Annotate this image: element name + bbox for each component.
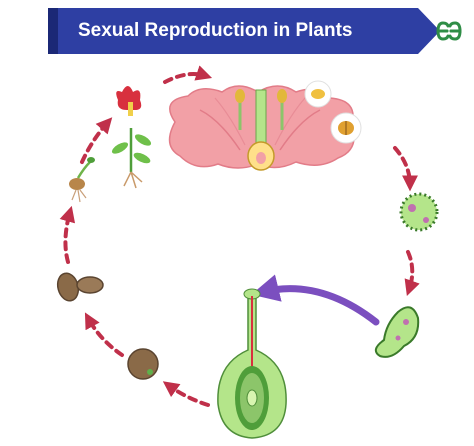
pollen-tube-icon: [374, 306, 420, 358]
ovary-fertilization-icon: [217, 288, 287, 439]
arrow-fruit-to-seeds: [84, 312, 124, 357]
arrow-pollen-to-germination: [404, 250, 420, 297]
geeksforgeeks-logo-icon[interactable]: [434, 19, 464, 43]
arrow-ovary-to-fruit: [162, 381, 210, 407]
arrow-seeds-to-seedling: [59, 205, 76, 264]
arrow-plant-to-flower: [163, 65, 213, 84]
header-banner: Sexual Reproduction in Plants: [0, 8, 474, 56]
arrow-seedling-to-plant: [80, 117, 113, 164]
pollen-grain-icon: [399, 192, 439, 232]
seeds-icon: [56, 272, 104, 302]
flower-section-icon: [168, 80, 362, 171]
page-title: Sexual Reproduction in Plants: [78, 20, 353, 41]
title-block: [48, 8, 440, 54]
banner-accent: [48, 8, 58, 54]
seedling-icon: [69, 157, 95, 203]
seed-icon: [127, 348, 159, 380]
flowering-plant-icon: [111, 86, 152, 189]
cycle-arrows: [59, 65, 420, 407]
arrow-flower-to-pollen: [393, 146, 418, 192]
arrow-pollen-to-stigma: [251, 274, 380, 326]
